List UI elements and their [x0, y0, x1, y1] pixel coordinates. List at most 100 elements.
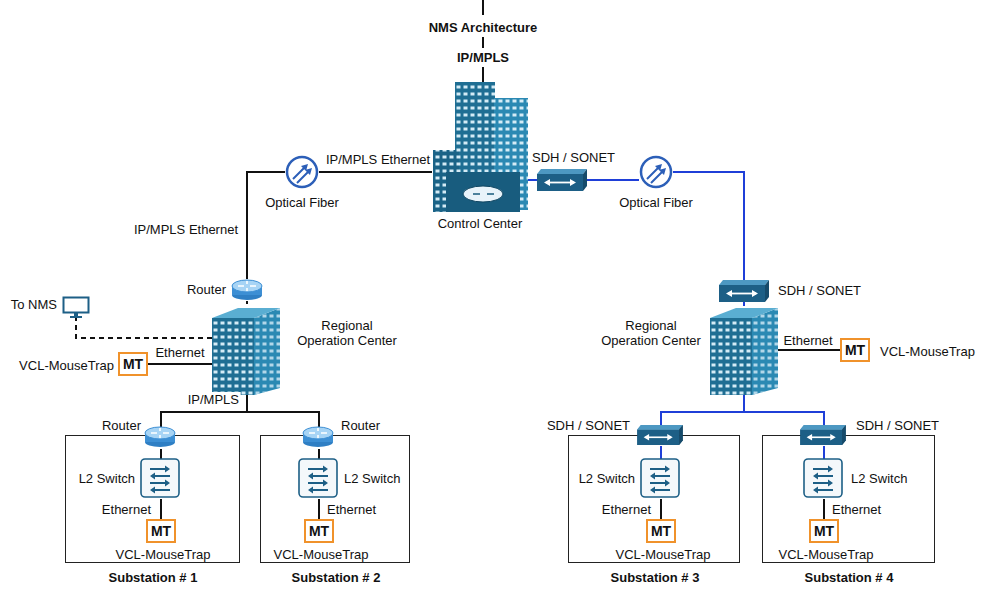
- mousetrap-box: MTVCL-MouseTrap: [118, 352, 148, 376]
- router: Router: [303, 427, 335, 449]
- sdh-icon: [719, 280, 769, 302]
- node-text: L2 Switch: [79, 471, 135, 486]
- switch-icon: [299, 459, 337, 497]
- regional-building: [710, 308, 778, 395]
- edge-label: Ethernet: [600, 502, 653, 517]
- node-text: Router: [102, 418, 141, 433]
- node-text: L2 Switch: [579, 471, 635, 486]
- edge-label: IP/MPLS Ethernet: [324, 152, 432, 167]
- edge-label: Ethernet: [781, 333, 834, 348]
- connector: [318, 499, 320, 519]
- node-text: L2 Switch: [344, 471, 400, 486]
- router-icon: [145, 427, 175, 447]
- nms-uplink: [482, 0, 484, 82]
- connector: [778, 349, 840, 351]
- edge-label: Ethernet: [153, 345, 206, 360]
- sdh-sonet-device: SDH / SONET: [718, 280, 770, 302]
- connector: [744, 395, 824, 426]
- node-text: Optical Fiber: [619, 195, 693, 210]
- router-icon: [303, 427, 333, 447]
- sdh-sonet-device: SDH / SONET: [537, 168, 587, 192]
- substation-box: Substation # 1RouterL2 SwitchMTVCL-Mouse…: [65, 435, 240, 563]
- node-text: VCL-MouseTrap: [880, 344, 975, 359]
- substation-box: Substation # 3SDH / SONETL2 SwitchMTVCL-…: [568, 435, 740, 563]
- connector: [247, 395, 319, 427]
- l2-switch: L2 Switch: [141, 459, 181, 499]
- mousetrap-box: MTVCL-MouseTrap: [840, 338, 870, 362]
- edge-label: IP/MPLS: [186, 392, 241, 407]
- node-text: SDH / SONET: [856, 418, 939, 433]
- connector: [587, 179, 639, 181]
- optical-fiber: Optical Fiber: [639, 155, 673, 189]
- sdh-icon: [537, 169, 587, 191]
- nms-terminal: To NMS: [62, 296, 90, 318]
- mt-label: MT: [123, 357, 143, 372]
- connector: [148, 363, 212, 365]
- connector: [247, 172, 285, 279]
- substation-title: Substation # 1: [109, 570, 198, 585]
- node-text: Router: [187, 282, 226, 297]
- connector: [743, 302, 745, 306]
- node-text: L2 Switch: [851, 471, 907, 486]
- mt-label: MT: [651, 524, 671, 539]
- regional-center: Regional Operation Center: [212, 304, 282, 395]
- l2-switch: L2 Switch: [804, 459, 844, 499]
- mousetrap-box: MTVCL-MouseTrap: [146, 519, 176, 543]
- edge-label: Ethernet: [830, 502, 883, 517]
- router: Router: [231, 279, 263, 301]
- node-text: VCL-MouseTrap: [274, 547, 369, 562]
- sdh-sonet-device: SDH / SONET: [799, 426, 849, 446]
- control-center-building: [433, 82, 528, 212]
- connector: [246, 301, 248, 304]
- connector: [823, 499, 825, 519]
- l2-switch: L2 Switch: [641, 459, 681, 499]
- node-text: VCL-MouseTrap: [616, 547, 711, 562]
- substation-box: Substation # 2RouterL2 SwitchMTVCL-Mouse…: [260, 435, 410, 563]
- edge-label: Ethernet: [100, 502, 153, 517]
- optical-fiber: Optical Fiber: [285, 155, 319, 189]
- node-text: Regional Operation Center: [292, 318, 402, 348]
- substation-box: Substation # 4SDH / SONETL2 SwitchMTVCL-…: [762, 435, 935, 563]
- node-text: Control Center: [438, 216, 523, 231]
- header-label: NMS Architecture: [429, 20, 538, 35]
- connector: [673, 172, 744, 280]
- router-icon: [232, 280, 262, 300]
- node-text: Optical Fiber: [265, 195, 339, 210]
- node-text: SDH / SONET: [532, 150, 615, 165]
- mousetrap-box: MTVCL-MouseTrap: [809, 519, 839, 543]
- connector: [76, 318, 212, 338]
- monitor-icon: [64, 298, 89, 319]
- node-text: VCL-MouseTrap: [19, 358, 114, 373]
- connector: [661, 395, 744, 426]
- edge-label: Ethernet: [325, 502, 378, 517]
- switch-icon: [804, 459, 842, 497]
- mt-label: MT: [309, 524, 329, 539]
- regional-center: Regional Operation Center: [710, 306, 778, 395]
- substation-title: Substation # 2: [292, 570, 381, 585]
- edge-label: IP/MPLS Ethernet: [132, 222, 240, 237]
- header-label: IP/MPLS: [457, 50, 509, 65]
- mt-label: MT: [814, 524, 834, 539]
- node-text: SDH / SONET: [778, 283, 861, 298]
- mt-label: MT: [845, 343, 865, 358]
- connector: [660, 499, 662, 519]
- node-text: VCL-MouseTrap: [779, 547, 874, 562]
- optical-fiber-icon: [641, 157, 671, 187]
- substation-title: Substation # 4: [805, 570, 894, 585]
- l2-switch: L2 Switch: [299, 459, 339, 499]
- node-text: Router: [341, 418, 380, 433]
- mt-label: MT: [151, 524, 171, 539]
- mousetrap-box: MTVCL-MouseTrap: [304, 519, 334, 543]
- regional-building: [212, 308, 280, 395]
- node-text: Regional Operation Center: [596, 318, 706, 348]
- connector: [160, 449, 162, 459]
- switch-icon: [641, 459, 679, 497]
- control-center: Control Center: [432, 80, 528, 212]
- mousetrap-box: MTVCL-MouseTrap: [646, 519, 676, 543]
- connector: [823, 446, 825, 459]
- connector: [528, 179, 537, 181]
- substation-title: Substation # 3: [611, 570, 700, 585]
- optical-fiber-icon: [287, 157, 317, 187]
- connector: [319, 171, 432, 173]
